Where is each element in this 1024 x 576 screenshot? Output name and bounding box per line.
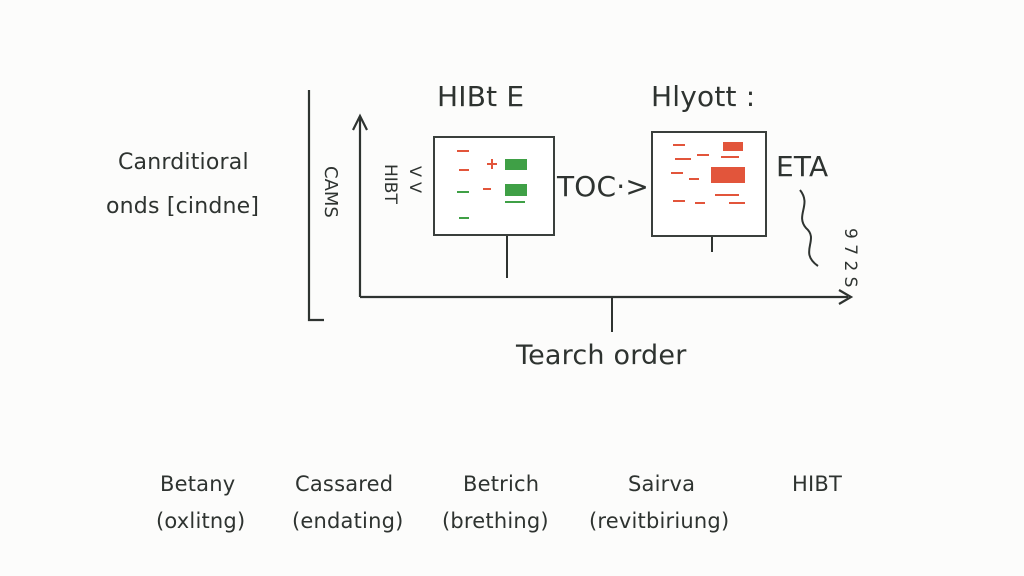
box2-side-label: ETA — [776, 150, 829, 183]
column-3-name: Betrich — [463, 472, 540, 496]
y-axis-arrowhead — [352, 113, 368, 131]
left-label-line1: Canrditioral — [118, 150, 249, 175]
column-1-name: Betany — [160, 472, 236, 496]
column-5-name: HIBT — [792, 472, 843, 496]
box1-side-marks: V V — [406, 166, 425, 193]
middle-label: TOC·> — [557, 170, 650, 203]
left-label-line2: onds [cindne] — [106, 194, 260, 219]
vertical-left-label: CAMS — [320, 166, 341, 218]
box2-marks — [671, 142, 745, 204]
axis-label: Tearch order — [516, 340, 687, 371]
column-3-sub: (brething) — [442, 509, 549, 533]
right-vertical-label: 9 7 2 S — [840, 228, 860, 288]
column-4-name: Sairva — [628, 472, 696, 496]
column-2-sub: (endating) — [292, 509, 404, 533]
box1-title: HIBt E — [437, 80, 525, 113]
column-1-sub: (oxlitng) — [156, 509, 246, 533]
box2 — [651, 131, 767, 237]
left-bracket — [307, 90, 324, 322]
box1 — [433, 136, 555, 236]
column-4-sub: (revitbiriung) — [589, 509, 730, 533]
column-2-name: Cassared — [295, 472, 394, 496]
box2-title: Hlyott : — [651, 80, 756, 113]
box1-side-label: HIBT — [380, 164, 400, 204]
box1-marks — [457, 150, 527, 219]
right-squiggle — [799, 189, 819, 267]
x-axis-arrowhead — [838, 289, 854, 305]
